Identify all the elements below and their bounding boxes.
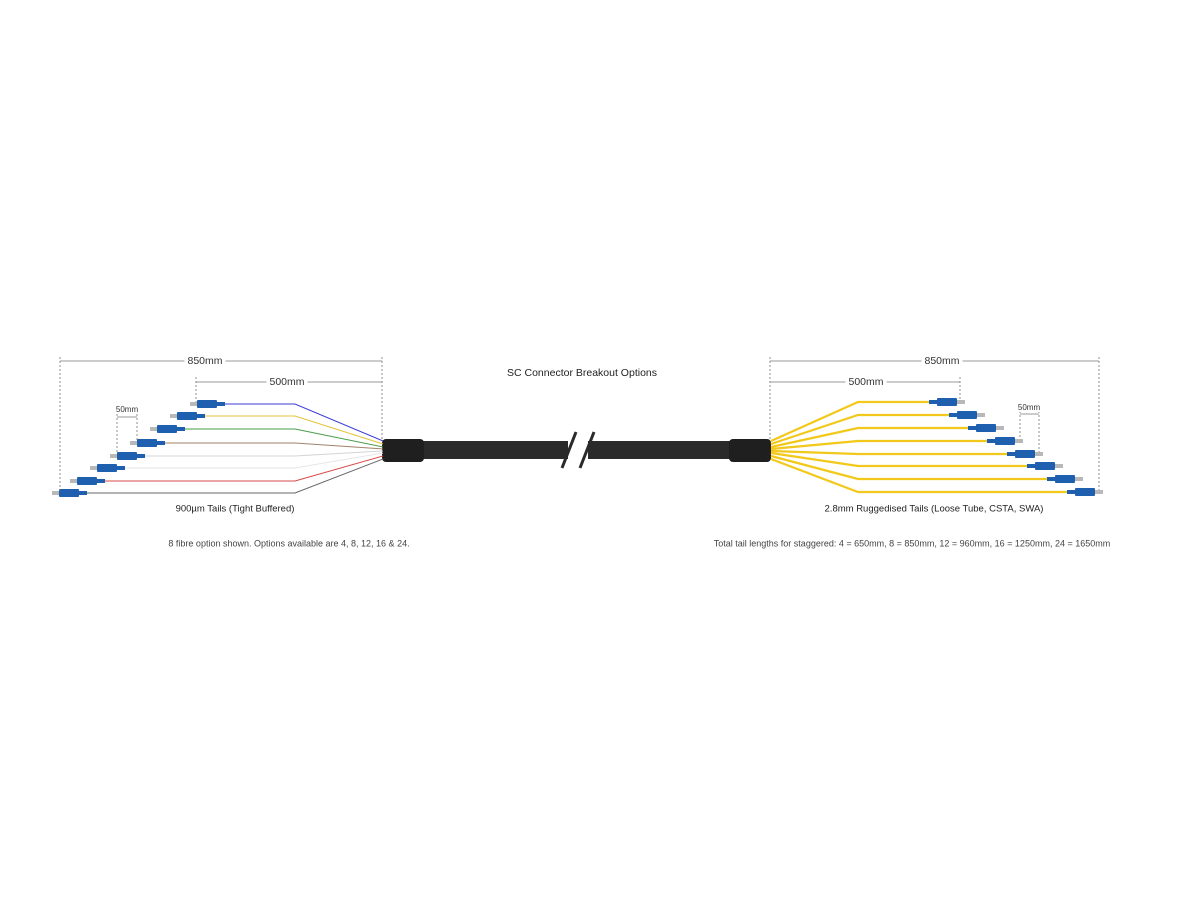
left-short-length-label: 500mm [266, 377, 308, 388]
left-fibre-8 [86, 458, 384, 494]
left-ferrule-6 [90, 466, 98, 470]
cable-break-mark-1 [560, 431, 578, 469]
left-fibre-1 [224, 403, 384, 442]
right-tail-2 [770, 413, 950, 446]
left-sc-connector-1 [197, 400, 217, 408]
left-connector-boot-2 [196, 414, 205, 418]
right-caption: 2.8mm Ruggedised Tails (Loose Tube, CSTA… [824, 503, 1044, 515]
left-connector-boot-6 [116, 466, 125, 470]
left-fibre-5 [144, 450, 384, 457]
cable-break-gap [568, 434, 588, 468]
right-connector-boot-5 [1007, 452, 1016, 456]
right-short-length-label: 500mm [845, 377, 887, 388]
left-fibre-2 [204, 415, 384, 445]
right-sc-connector-5 [1015, 450, 1035, 458]
right-sc-connector-6 [1035, 462, 1055, 470]
right-tail-8 [770, 457, 1068, 494]
left-sc-connector-2 [177, 412, 197, 420]
left-sc-connector-6 [97, 464, 117, 472]
left-ferrule-1 [190, 402, 198, 406]
right-total-length-label: 850mm [921, 356, 963, 367]
right-ferrule-4 [1015, 439, 1023, 443]
right-ferrule-8 [1095, 490, 1103, 494]
right-sc-connector-3 [976, 424, 996, 432]
right-sc-connector-8 [1075, 488, 1095, 496]
right-tail-3 [770, 426, 969, 449]
left-sc-connector-4 [137, 439, 157, 447]
right-sc-connector-1 [937, 398, 957, 406]
left-connector-boot-3 [176, 427, 185, 431]
right-connector-boot-2 [949, 413, 958, 417]
left-fibre-3 [184, 428, 384, 448]
right-sc-connector-2 [957, 411, 977, 419]
right-sc-connector-7 [1055, 475, 1075, 483]
left-sc-connector-8 [59, 489, 79, 497]
diagram-title: SC Connector Breakout Options [507, 366, 657, 379]
right-ferrule-2 [977, 413, 985, 417]
right-connector-boot-6 [1027, 464, 1036, 468]
right-ferrule-7 [1075, 477, 1083, 481]
right-tail-6 [770, 451, 1028, 468]
left-fibre-6 [124, 452, 384, 469]
left-caption: 900µm Tails (Tight Buffered) [175, 503, 295, 515]
right-connector-boot-3 [968, 426, 977, 430]
right-tail-5 [770, 449, 1008, 456]
left-total-length-label: 850mm [184, 356, 226, 367]
cable-break-mark-2 [578, 431, 596, 469]
right-ferrule-6 [1055, 464, 1063, 468]
right-ferrule-5 [1035, 452, 1043, 456]
left-connector-boot-8 [78, 491, 87, 495]
right-tail-4 [770, 439, 988, 451]
right-breakout-boot [729, 439, 771, 462]
left-ferrule-8 [52, 491, 60, 495]
left-connector-boot-7 [96, 479, 105, 483]
right-tail-1 [770, 400, 930, 443]
left-ferrule-3 [150, 427, 158, 431]
left-connector-boot-1 [216, 402, 225, 406]
right-note: Total tail lengths for staggered: 4 = 65… [713, 538, 1111, 549]
left-ferrule-4 [130, 441, 138, 445]
right-stagger-label: 50mm [1016, 403, 1042, 412]
right-connector-boot-7 [1047, 477, 1056, 481]
left-sc-connector-7 [77, 477, 97, 485]
right-ferrule-3 [996, 426, 1004, 430]
right-ferrule-1 [957, 400, 965, 404]
left-fibre-4 [164, 442, 384, 450]
left-fibre-7 [104, 455, 384, 482]
left-ferrule-7 [70, 479, 78, 483]
left-sc-connector-5 [117, 452, 137, 460]
right-connector-boot-8 [1067, 490, 1076, 494]
right-tail-7 [770, 454, 1048, 481]
left-ferrule-2 [170, 414, 178, 418]
right-sc-connector-4 [995, 437, 1015, 445]
left-breakout-boot [382, 439, 424, 462]
left-connector-boot-4 [156, 441, 165, 445]
left-connector-boot-5 [136, 454, 145, 458]
right-connector-boot-1 [929, 400, 938, 404]
left-ferrule-5 [110, 454, 118, 458]
left-stagger-label: 50mm [114, 405, 140, 414]
left-note: 8 fibre option shown. Options available … [168, 538, 410, 549]
left-sc-connector-3 [157, 425, 177, 433]
right-connector-boot-4 [987, 439, 996, 443]
